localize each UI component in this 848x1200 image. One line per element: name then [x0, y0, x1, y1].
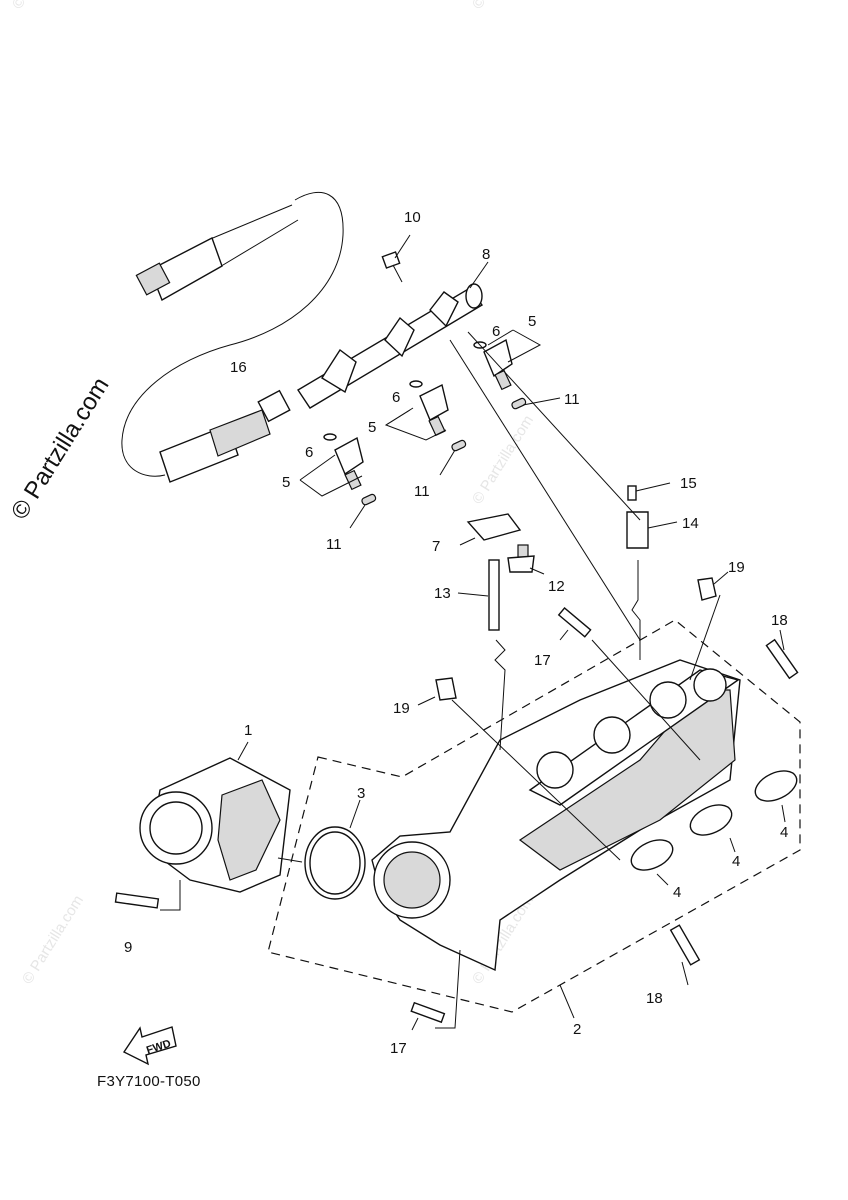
fuel-injector [473, 338, 527, 410]
callout-label: 4 [780, 824, 788, 841]
callout-label: 1 [244, 722, 252, 739]
callout-label: 6 [392, 389, 400, 406]
callout-label: 5 [368, 419, 376, 436]
fuel-injector [409, 380, 467, 452]
callout-label: 2 [573, 1021, 581, 1038]
callout-label: 5 [282, 474, 290, 491]
callout-label: 18 [771, 612, 788, 629]
diagram-caption: F3Y7100-T050 [97, 1073, 201, 1090]
callout-label: 19 [728, 559, 745, 576]
watermark-text: © Partzilla.com [9, 0, 77, 12]
callout-label: 18 [646, 990, 663, 1007]
callout-label: 19 [393, 700, 410, 717]
callout-labels: 1 2 3 4 4 4 4 5 5 5 5 6 6 6 6 7 8 9 10 1… [124, 209, 788, 1057]
leader-lines [160, 234, 786, 1031]
watermark-text: © Partzilla.com [469, 412, 537, 507]
callout-label: 9 [124, 939, 132, 956]
fwd-arrow-icon: FWD [122, 1026, 177, 1066]
watermark-text: © Partzilla.com [469, 0, 537, 12]
fuel-rail [297, 251, 484, 409]
callout-label: 16 [230, 359, 247, 376]
callout-label: 8 [482, 246, 490, 263]
callout-label: 17 [390, 1040, 407, 1057]
callout-label: 4 [673, 884, 681, 901]
callout-label: 13 [434, 585, 451, 602]
bolts [114, 607, 799, 1024]
intake-manifold [371, 659, 741, 972]
fuel-hose-assembly [121, 191, 344, 483]
callout-label: 4 [732, 853, 740, 870]
callout-label: 3 [357, 785, 365, 802]
callout-label: 11 [564, 391, 580, 408]
callout-label: 11 [326, 536, 342, 553]
watermark-text: © Partzilla.com [19, 892, 87, 987]
sensor-parts [435, 485, 717, 701]
callout-label: 6 [305, 444, 313, 461]
callout-label: 14 [682, 515, 699, 532]
assembly-boundary [267, 619, 801, 1013]
callout-label: 5 [528, 313, 536, 330]
fuel-injector [323, 433, 377, 506]
callout-label: 17 [534, 652, 551, 669]
callout-label: 7 [432, 538, 440, 555]
callout-label: 10 [404, 209, 421, 226]
callout-label: 11 [414, 483, 430, 500]
throttle-body [139, 757, 291, 893]
callout-label: 15 [680, 475, 697, 492]
gasket [304, 826, 366, 900]
o-rings [630, 770, 798, 871]
callout-label: 12 [548, 578, 565, 595]
callout-label: 6 [492, 323, 500, 340]
